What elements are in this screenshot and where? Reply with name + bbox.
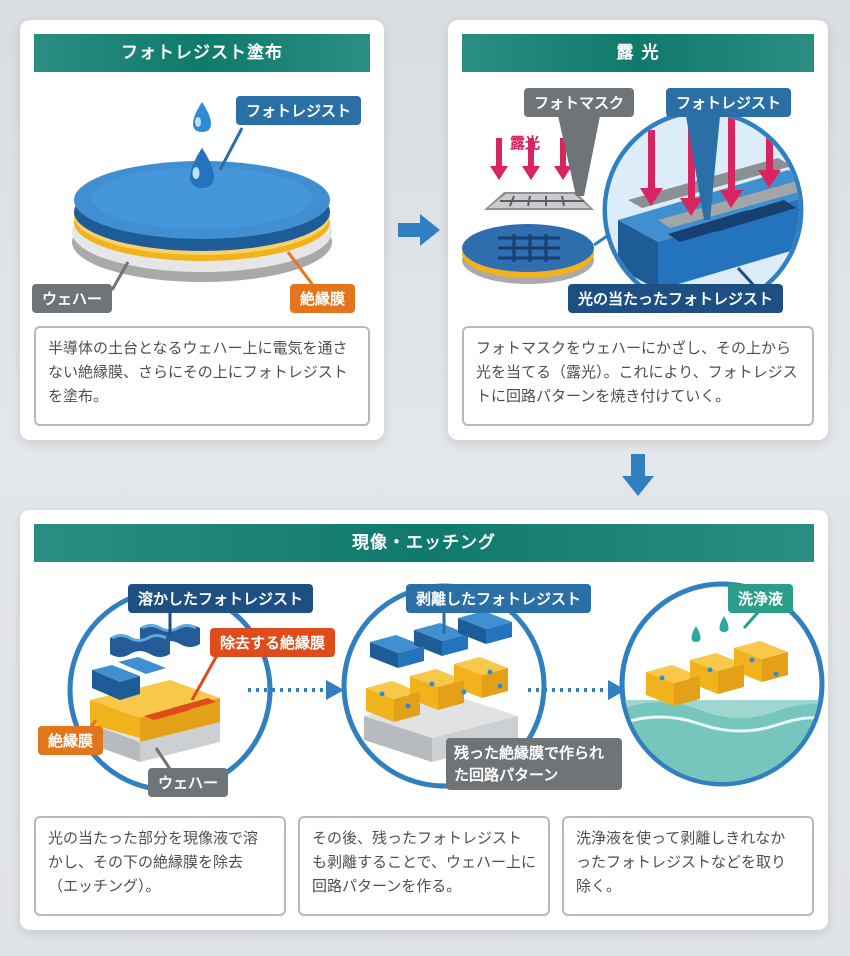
label-stripped-photoresist: 剥離したフォトレジスト bbox=[406, 584, 592, 613]
label-removed-insulating-film: 除去する絶縁膜 bbox=[210, 628, 336, 657]
step1-title: フォトレジスト塗布 bbox=[34, 34, 370, 72]
arrow-down-icon bbox=[622, 454, 654, 496]
step3-description-3: 洗浄液を使って剥離しきれなかったフォトレジストなどを取り除く。 bbox=[562, 816, 814, 916]
label-exposed-photoresist: 光の当たったフォトレジスト bbox=[568, 284, 784, 313]
exposure-illustration bbox=[462, 109, 804, 311]
step1-card: フォトレジスト塗布 フォトレジスト ウェハー 絶縁膜 半導体の土台となるウェハー… bbox=[20, 20, 384, 440]
label-insulating-film-etching: 絶縁膜 bbox=[38, 726, 104, 755]
step3-description-1: 光の当たった部分を現像液で溶かし、その下の絶縁膜を除去（エッチング）。 bbox=[34, 816, 286, 916]
label-exposure: 露光 bbox=[510, 134, 541, 152]
wafer-coating-illustration bbox=[72, 102, 332, 291]
step2-card: 露 光 bbox=[448, 20, 828, 440]
label-cleaning-fluid: 洗浄液 bbox=[728, 584, 794, 613]
step3-description-2: その後、残ったフォトレジストも剥離することで、ウェハー上に回路パターンを作る。 bbox=[298, 816, 550, 916]
label-dissolved-photoresist: 溶かしたフォトレジスト bbox=[128, 584, 314, 613]
development-etching-illustration bbox=[67, 581, 825, 793]
label-photoresist-exposure: フォトレジスト bbox=[666, 88, 792, 117]
step3-card: 現像・エッチング bbox=[20, 510, 828, 930]
label-wafer-etching: ウェハー bbox=[148, 768, 229, 797]
label-photomask: フォトマスク bbox=[524, 88, 635, 117]
step2-description: フォトマスクをウェハーにかざし、その上から光を当てる（露光）。これにより、フォト… bbox=[462, 326, 814, 426]
label-insulating-film: 絶縁膜 bbox=[290, 284, 356, 313]
label-photoresist: フォトレジスト bbox=[236, 96, 362, 125]
step1-description: 半導体の土台となるウェハー上に電気を通さない絶縁膜、さらにその上にフォトレジスト… bbox=[34, 326, 370, 426]
label-wafer: ウェハー bbox=[32, 284, 113, 313]
arrow-right-icon bbox=[398, 214, 440, 246]
label-remaining-film-pattern: 残った絶縁膜で作られた回路パターン bbox=[446, 738, 622, 790]
step2-title: 露 光 bbox=[462, 34, 814, 72]
step3-title: 現像・エッチング bbox=[34, 524, 814, 562]
